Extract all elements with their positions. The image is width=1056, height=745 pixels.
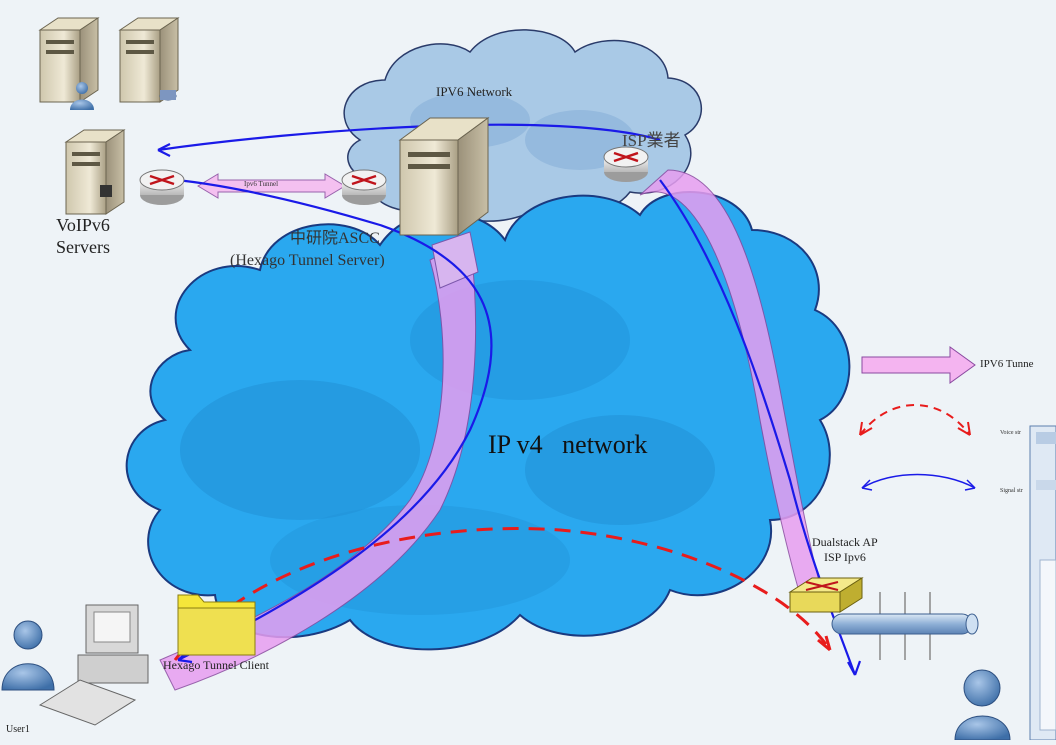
computer-icon: [38, 604, 149, 726]
legend-voice-label: Voice str: [1000, 430, 1022, 436]
dualstack-line2: ISP Ipv6: [824, 550, 866, 564]
voip-servers-line1: VoIPv6: [56, 215, 110, 235]
tunnel-client-label: Hexago Tunnel Client: [163, 658, 270, 672]
ipv6-network-label: IPV6 Network: [436, 84, 513, 99]
isp-vendor-label: ISP業者: [622, 131, 681, 150]
ascc-label: 中研院ASCC (Hexago Tunnel Server): [230, 228, 385, 272]
ipv4-network-label: IP v4 network: [488, 430, 648, 459]
legend: [859, 346, 976, 491]
router-icon: [603, 146, 649, 182]
user-icon: [70, 82, 94, 110]
dualstack-line1: Dualstack AP: [812, 535, 878, 549]
switch-icon: [788, 577, 864, 613]
hub-bus-icon: [831, 592, 979, 660]
folder-icon: [177, 594, 256, 656]
legend-tunnel-label: IPV6 Tunne: [980, 358, 1034, 370]
app-window-fragment: [1029, 425, 1056, 741]
server-icon: [38, 17, 100, 103]
ipv6-tunnels: [159, 169, 821, 691]
voice-path: [173, 527, 832, 661]
user-icon: [954, 669, 1011, 741]
voip-servers-line2: Servers: [56, 237, 110, 257]
dualstack-label: Dualstack AP ISP Ipv6: [812, 535, 878, 565]
ipv6-tunnel-small-label: Ipv6 Tunnel: [244, 180, 279, 188]
router-icon: [139, 169, 185, 205]
ascc-line2: (Hexago Tunnel Server): [230, 252, 385, 269]
legend-signal-label: Signal str: [1000, 488, 1023, 494]
router-icon: [341, 169, 387, 205]
ascc-line1: 中研院ASCC: [290, 230, 380, 247]
user-icon: [1, 620, 55, 691]
server-icon: [118, 17, 180, 103]
server-icon: [398, 117, 490, 237]
voip-servers-label: VoIPv6 Servers: [56, 214, 110, 258]
server-icon: [64, 129, 126, 215]
user1-label: User1: [6, 724, 30, 735]
